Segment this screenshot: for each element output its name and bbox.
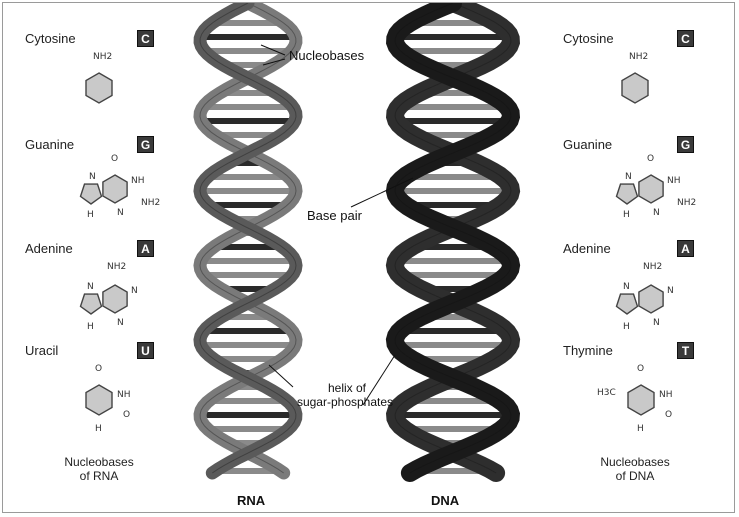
ring-shape: [79, 293, 103, 315]
rna-base-name-u: Uracil: [25, 343, 59, 358]
arrow-helix-2: [362, 354, 396, 406]
dna-structure-c: NH2: [621, 52, 649, 104]
structure-label: N: [653, 208, 660, 218]
dna-structure-t: H3C O NH O H: [597, 364, 673, 434]
dna-base-name-g: Guanine: [563, 137, 613, 152]
structure-label: N: [117, 318, 124, 328]
helix-annotation: helix of sugar-phosphates: [297, 381, 397, 409]
rna-base-name-a: Adenine: [25, 241, 73, 256]
structure-label: H: [87, 322, 94, 332]
rna-base-name-c: Cytosine: [25, 31, 76, 46]
arrow-base-pair: [350, 177, 414, 208]
ring-shape: [102, 284, 128, 314]
ring-shape: [615, 183, 639, 205]
dna-caption-line-2: of DNA: [615, 469, 655, 483]
structure-label: H: [637, 424, 644, 434]
rna-base-name-g: Guanine: [25, 137, 75, 152]
strand-outline: [394, 3, 512, 474]
ring-shape: [79, 183, 103, 205]
helix-annotation-line-2: sugar-phosphates: [296, 395, 394, 409]
rna-base-letter-u: U: [137, 342, 154, 359]
structure-label: O: [665, 410, 672, 420]
rna-helix: [193, 3, 303, 480]
dna-label: DNA: [431, 493, 460, 508]
base-pair-annotation: Base pair: [307, 208, 362, 223]
dna-base-name-t: Thymine: [563, 343, 613, 358]
dna-helix: [385, 3, 521, 482]
arrow-nucleobases-1: [260, 44, 286, 56]
structure-label: NH2: [107, 262, 126, 272]
structure-label: N: [653, 318, 660, 328]
ring-shape: [615, 293, 639, 315]
structure-label: N: [625, 172, 632, 182]
rna-base-letter-a: A: [137, 240, 154, 257]
dna-base-letter-c: C: [677, 30, 694, 47]
structure-label: NH2: [141, 198, 160, 208]
structure-label: H: [95, 424, 102, 434]
ring-shape: [621, 72, 649, 104]
ring-shape: [627, 384, 655, 416]
structure-label: N: [87, 282, 94, 292]
rna-label: RNA: [237, 493, 266, 508]
annotation-arrows: [260, 44, 414, 406]
structure-label: NH: [667, 176, 681, 186]
structure-label: O: [637, 364, 644, 374]
dna-base-name-a: Adenine: [563, 241, 611, 256]
ring-shape: [85, 72, 113, 104]
ring-shape: [638, 284, 664, 314]
dna-caption: Nucleobases of DNA: [575, 455, 695, 483]
structure-label: H: [87, 210, 94, 220]
structure-label: NH2: [629, 52, 648, 62]
sugar-phosphate-strand-2: [385, 3, 521, 482]
structure-label: N: [623, 282, 630, 292]
structure-label: H: [623, 210, 630, 220]
structure-label: NH2: [93, 52, 112, 62]
structure-label: NH2: [643, 262, 662, 272]
structure-label: O: [123, 410, 130, 420]
ring-shape: [85, 384, 113, 416]
structure-label: N: [131, 286, 138, 296]
ring-shape: [638, 174, 664, 204]
dna-base-letter-g: G: [677, 136, 694, 153]
rna-caption: Nucleobases of RNA: [39, 455, 159, 483]
structure-label: NH2: [677, 198, 696, 208]
ring-shape: [102, 174, 128, 204]
structure-label: NH: [117, 390, 131, 400]
rna-base-letter-c: C: [137, 30, 154, 47]
structure-label: N: [89, 172, 96, 182]
helix-annotation-line-1: helix of: [327, 381, 367, 395]
structure-label: N: [667, 286, 674, 296]
structure-label: NH: [131, 176, 145, 186]
rna-structure-c: NH2: [85, 52, 113, 104]
strand-outline: [199, 3, 297, 474]
helix-drawing: [193, 3, 521, 482]
rna-structure-u: O NH O H: [85, 364, 131, 434]
sugar-phosphate-strand-2: [193, 3, 303, 480]
rna-caption-line-1: Nucleobases: [64, 455, 134, 469]
structure-label: O: [95, 364, 102, 374]
dna-base-name-c: Cytosine: [563, 31, 614, 46]
dna-base-letter-a: A: [677, 240, 694, 257]
rna-base-letter-g: G: [137, 136, 154, 153]
arrow-nucleobases-2: [262, 58, 286, 66]
dna-caption-line-1: Nucleobases: [600, 455, 670, 469]
rna-caption-line-2: of RNA: [79, 469, 119, 483]
nucleobases-annotation: Nucleobases: [289, 48, 365, 63]
structure-label: H3C: [597, 388, 616, 398]
structure-label: O: [111, 154, 118, 164]
structure-label: O: [647, 154, 654, 164]
structure-label: N: [117, 208, 124, 218]
structure-label: NH: [659, 390, 673, 400]
structure-label: H: [623, 322, 630, 332]
arrow-helix-1: [268, 364, 294, 388]
dna-base-letter-t: T: [677, 342, 694, 359]
